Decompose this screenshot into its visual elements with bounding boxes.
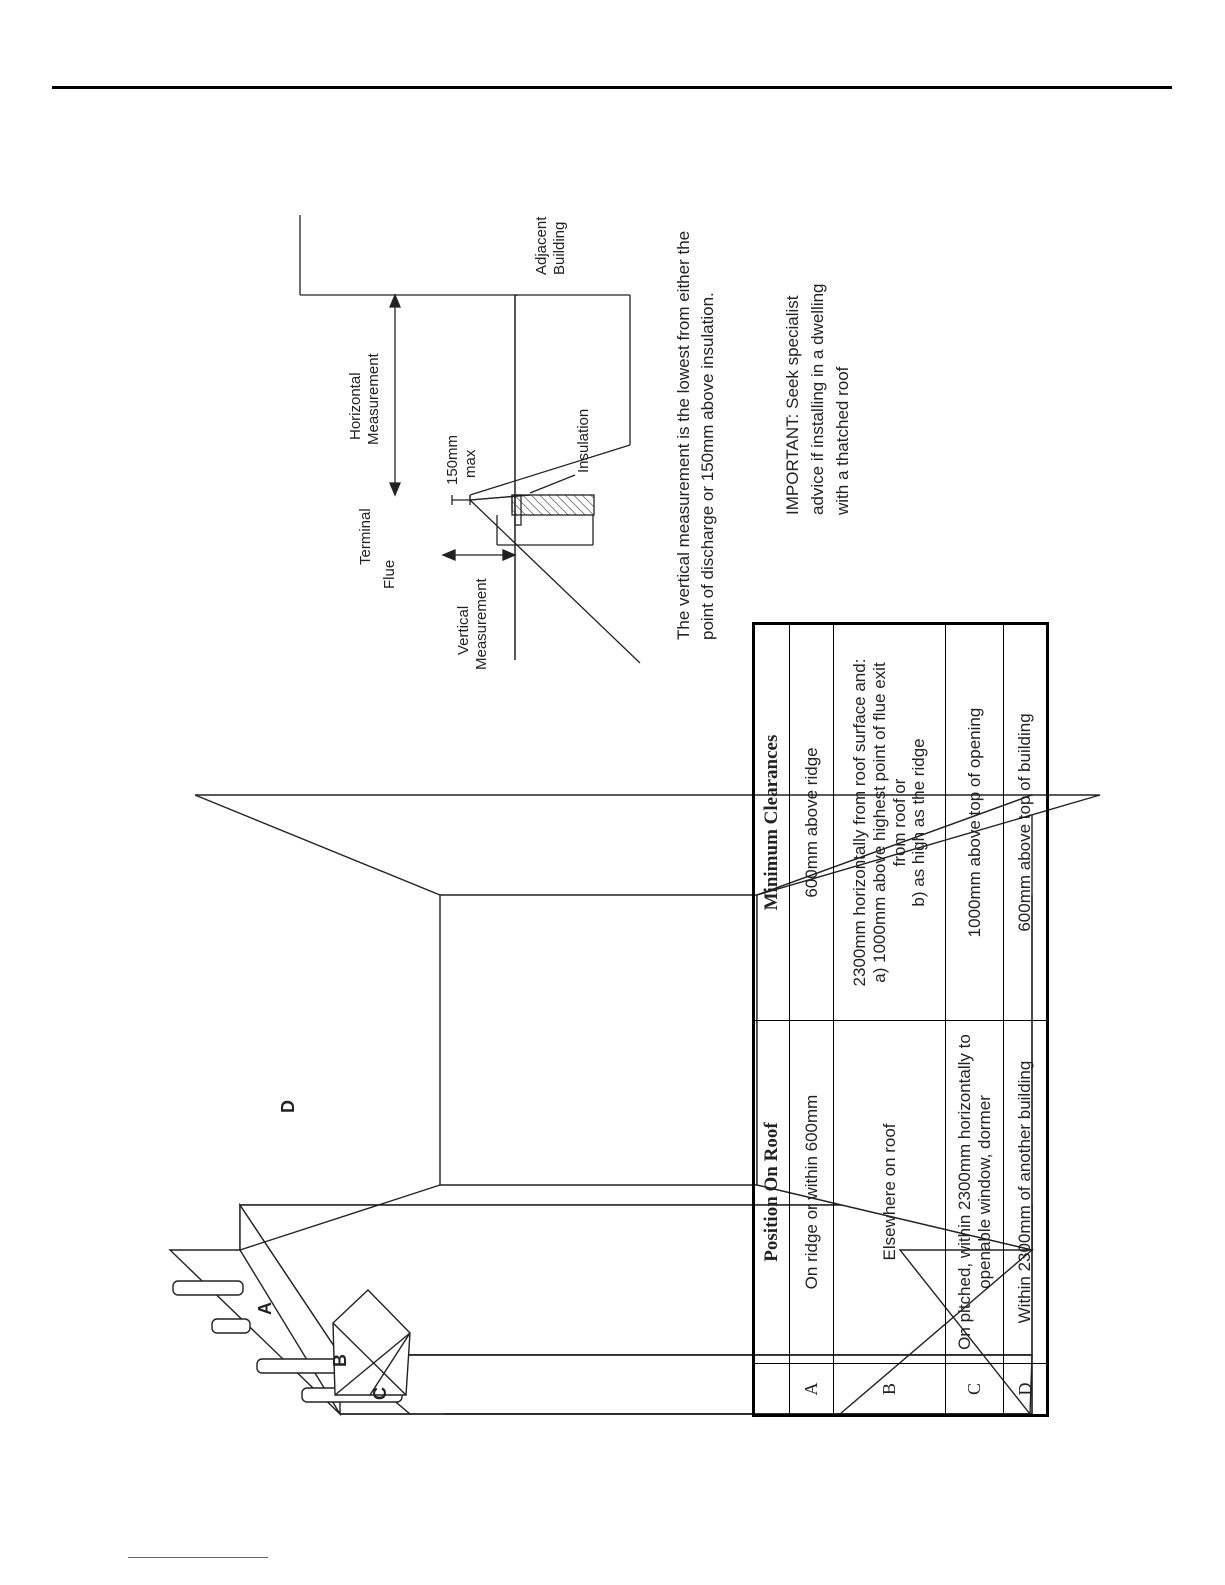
horizontal-measurement-label-1: Horizontal [347,372,364,440]
row-clearance: 600mm above top of building [1003,623,1048,1021]
insulation-label: Insulation [575,408,592,473]
header-clearance: Minimum Clearances [753,623,790,1021]
clearance-table-grid: Position On Roof Minimum Clearances A On… [752,622,1049,1417]
row-position: On pitched, within 2300mm horizontally t… [945,1020,1004,1364]
right-block-face [439,894,758,1186]
label-d: D [278,1100,298,1113]
row-key: B [833,1363,946,1416]
clearance-line: b) as high as the ridge [909,738,929,907]
label-a: A [255,1302,275,1315]
position-line: openable window, dormer [974,1095,994,1289]
header-position: Position On Roof [753,1020,790,1364]
important-note-line1: IMPORTANT: Seek specialist [783,295,802,516]
position-line: On pitched, within 2300mm horizontally t… [954,1034,974,1350]
max-label: max [462,449,479,478]
row-key: C [945,1363,1004,1416]
building-label: Building [551,221,568,275]
top-rule [52,86,1172,89]
150mm-label: 150mm [444,434,461,485]
important-note-line2: advice if installing in a dwelling [808,283,827,515]
clearance-line: from roof or [889,778,909,867]
table-row: A On ridge or within 600mm 600mm above r… [789,623,834,1416]
table-header-row: Position On Roof Minimum Clearances [753,623,790,1416]
clearance-table: Position On Roof Minimum Clearances A On… [752,622,1049,1417]
header-key [753,1363,790,1416]
row-position: Within 2300mm of another building [1003,1020,1048,1364]
vertical-label-1: Vertical [455,605,472,655]
link-underline [128,1557,268,1558]
row-key: A [789,1363,834,1416]
horizontal-measurement-label-2: Measurement [365,353,382,445]
row-clearance: 2300mm horizontally from roof surface an… [833,623,946,1021]
vertical-note-line1: The vertical measurement is the lowest f… [674,230,693,640]
table-row: C On pitched, within 2300mm horizontally… [945,623,1004,1416]
terminal-label: Terminal [357,508,374,565]
row-position: On ridge or within 600mm [789,1020,834,1364]
label-b: B [330,1354,350,1367]
clearance-line: a) 1000mm above highest point of flue ex… [869,662,889,983]
row-key: D [1003,1363,1048,1416]
important-note-line3: with a thatched roof [833,366,852,515]
vertical-label-2: Measurement [473,578,490,670]
row-position: Elsewhere on roof [833,1020,946,1364]
table-row: B Elsewhere on roof 2300mm horizontally … [833,623,946,1416]
table-row: D Within 2300mm of another building 600m… [1003,623,1048,1416]
vertical-note-line2: point of discharge or 150mm above insula… [698,292,717,640]
right-block-side [756,794,1101,896]
clearance-line: 2300mm horizontally from roof surface an… [850,658,870,987]
row-clearance: 600mm above ridge [789,623,834,1021]
row-clearance: 1000mm above top of opening [945,623,1004,1021]
dormer [332,1289,411,1396]
flue-pipe-d [172,1280,244,1296]
flue-pipe-a [211,1318,251,1334]
flue-label: Flue [381,559,398,589]
adjacent-label: Adjacent [533,216,550,275]
label-c: C [370,1387,390,1400]
